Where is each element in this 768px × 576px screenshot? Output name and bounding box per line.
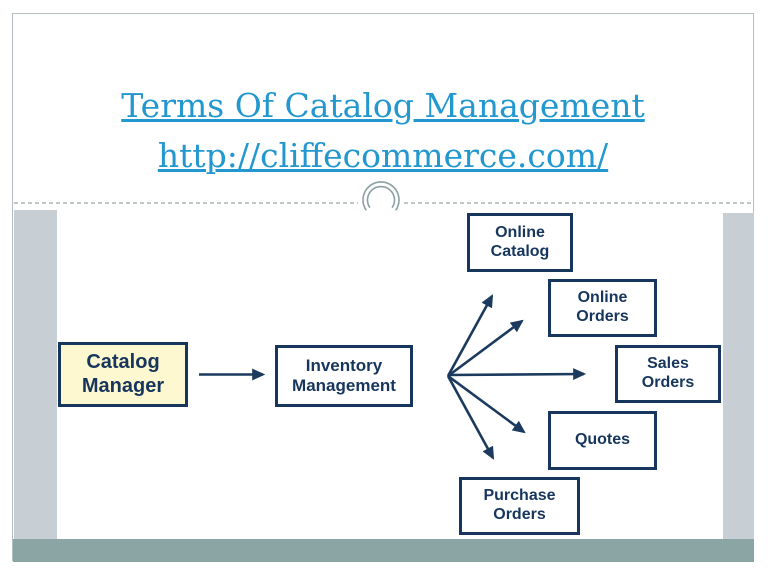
node-online-orders: Online Orders: [548, 279, 657, 337]
right-accent-bar: [723, 213, 754, 539]
title-url-link[interactable]: http://cliffecommerce.com/: [157, 136, 609, 175]
node-online-catalog: Online Catalog: [467, 213, 573, 272]
node-purchase-orders: Purchase Orders: [459, 477, 580, 535]
node-catalog-manager: Catalog Manager: [58, 342, 188, 407]
node-sales-orders: Sales Orders: [615, 345, 721, 403]
left-accent-bar: [14, 210, 57, 539]
bottom-accent-bar: [13, 539, 754, 562]
node-inventory-management: Inventory Management: [275, 345, 413, 407]
page-title[interactable]: Terms Of Catalog Management: [121, 86, 645, 125]
node-quotes: Quotes: [548, 411, 657, 470]
